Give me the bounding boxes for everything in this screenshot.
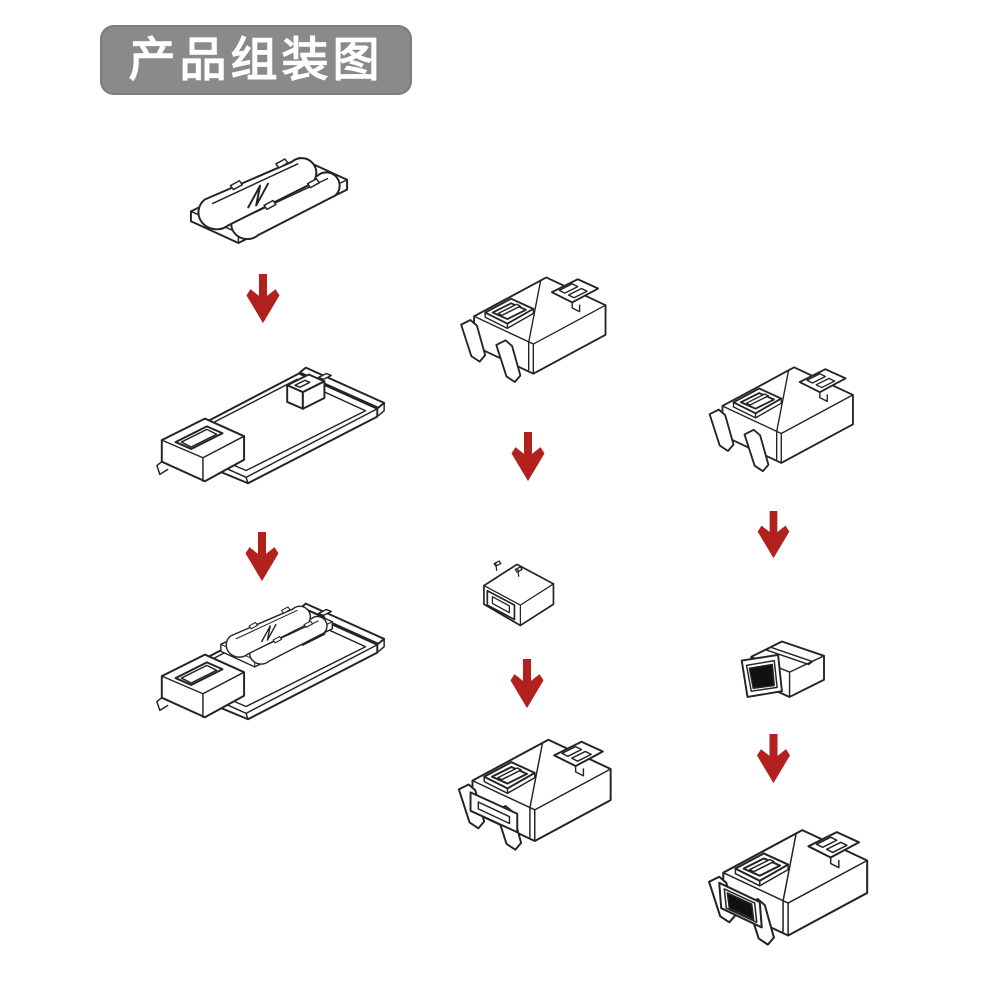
down-arrow-icon (756, 734, 791, 784)
down-arrow-icon (511, 432, 545, 482)
down-arrow-icon (510, 659, 544, 709)
part-square-socket (740, 640, 825, 698)
part-wire-cover (189, 157, 349, 244)
part-base-cover-assembly (155, 602, 386, 721)
title-banner: 产品组装图 (100, 25, 412, 95)
part-square-socket-assembly (708, 829, 869, 946)
down-arrow-icon (245, 532, 279, 582)
part-oval-socket (483, 560, 555, 627)
part-oval-socket-assembly (457, 738, 612, 851)
part-latch-housing-middle (460, 276, 607, 383)
part-base-shell (155, 366, 386, 485)
down-arrow-icon (246, 274, 280, 324)
page-title: 产品组装图 (128, 32, 384, 86)
part-latch-housing-right (708, 366, 854, 473)
down-arrow-icon (757, 511, 790, 559)
